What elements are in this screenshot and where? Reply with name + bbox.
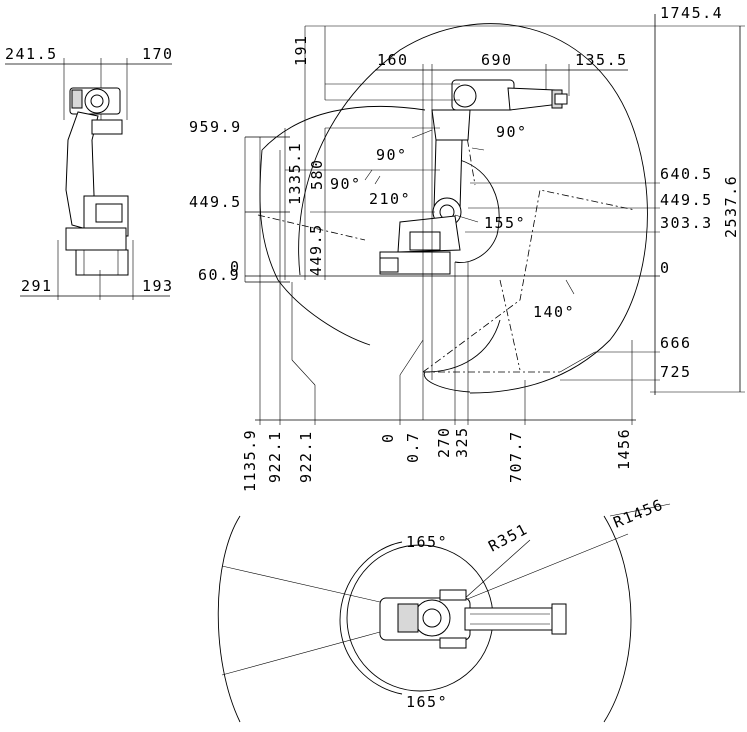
front-robot-silhouette [379, 79, 568, 275]
outer-radius-arc [217, 515, 241, 723]
dim-160: 160 [377, 51, 409, 69]
side-dim-193: 193 [142, 277, 174, 295]
top-angle-165-lower: 165° [406, 693, 448, 711]
dim-2537-6: 2537.6 [722, 175, 740, 238]
angle-90-center: 90° [376, 146, 408, 164]
dim-1135-9: 1135.9 [241, 429, 259, 492]
outer-reach-envelope [298, 23, 648, 394]
dim-1745-4: 1745.4 [660, 4, 723, 22]
dim-707-7: 707.7 [507, 430, 525, 483]
dim-325: 325 [453, 426, 471, 458]
dim-922-1-b: 922.1 [297, 430, 315, 483]
dim-959-9: 959.9 [189, 118, 242, 136]
dim-1335-1: 1335.1 [286, 142, 304, 205]
dim-270: 270 [435, 426, 453, 458]
side-dim-241-5: 241.5 [5, 45, 58, 63]
dim-640-5: 640.5 [660, 165, 713, 183]
side-robot-silhouette [65, 87, 129, 276]
dim-0-7: 0.7 [404, 431, 422, 463]
angle-90-right: 90° [496, 123, 528, 141]
angle-90-left: 90° [330, 175, 362, 193]
top-robot-silhouette [379, 589, 567, 649]
angle-140: 140° [533, 303, 575, 321]
top-view: 165° 165° R351 R1456 [217, 495, 671, 723]
dim-449-5-right: 449.5 [660, 191, 713, 209]
side-view: 241.5 170 291 193 [5, 45, 174, 300]
angle-210: 210° [369, 190, 411, 208]
front-view: 191 160 690 135.5 1745.4 959.9 449.5 60.… [189, 4, 745, 492]
radius-r1456: R1456 [611, 495, 667, 531]
dim-303-3: 303.3 [660, 214, 713, 232]
dim-60-9: 60.9 [198, 266, 240, 284]
dim-690: 690 [481, 51, 513, 69]
dim-1456: 1456 [615, 428, 633, 470]
dim-449-5-vertical: 449.5 [307, 223, 325, 276]
dim-449-5-left: 449.5 [189, 193, 242, 211]
dim-191: 191 [292, 34, 310, 66]
dim-666: 666 [660, 334, 692, 352]
angle-155: 155° [484, 214, 526, 232]
dim-0-left: 0 [230, 258, 241, 276]
dim-725: 725 [660, 363, 692, 381]
side-dim-170: 170 [142, 45, 174, 63]
side-dim-291: 291 [21, 277, 53, 295]
dim-135-5: 135.5 [575, 51, 628, 69]
dim-0-bottom: 0 [379, 432, 397, 443]
radius-r351: R351 [485, 520, 531, 556]
top-angle-165-upper: 165° [406, 533, 448, 551]
dim-580: 580 [308, 158, 326, 190]
dim-922-1-a: 922.1 [266, 430, 284, 483]
dim-0-right: 0 [660, 259, 671, 277]
